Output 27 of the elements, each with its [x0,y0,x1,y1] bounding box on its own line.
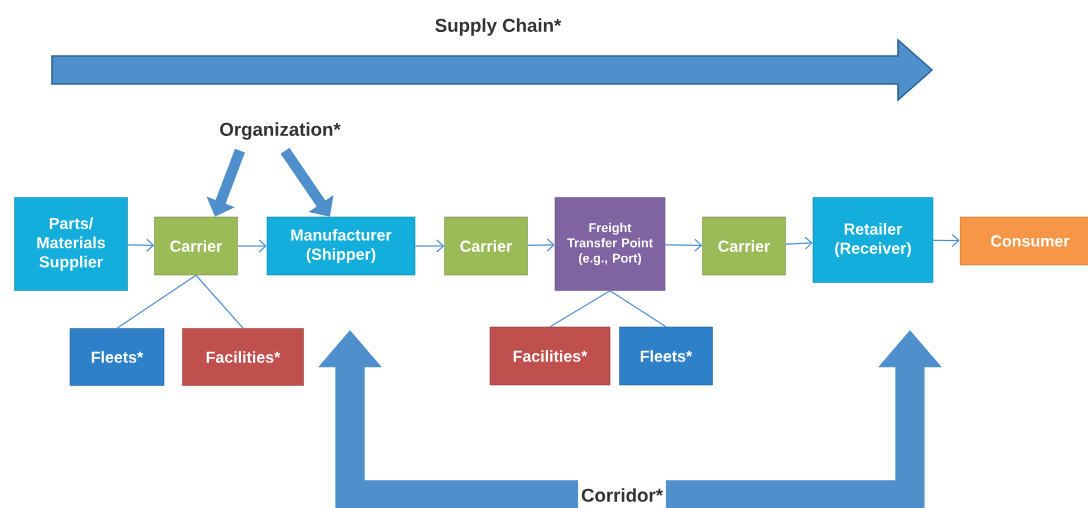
connector-line [195,274,244,329]
process-box: Manufacturer (Shipper) [266,216,416,276]
arrow [127,238,155,252]
process-box: Carrier [702,216,786,276]
process-box: Consumer [959,216,1088,266]
resource-box: Facilities* [489,326,611,386]
process-box: Retailer (Receiver) [812,197,934,283]
resource-box: Fleets* [619,326,713,386]
process-box: Carrier [444,216,528,276]
process-box: Freight Transfer Point (e.g., Port) [554,197,666,291]
process-box: Carrier [154,216,238,276]
heading-text: Organization* [220,122,341,140]
connector-line [549,290,611,328]
arrow [280,147,334,217]
arrow [664,238,703,252]
connector-line [116,274,197,329]
resource-box: Facilities* [182,328,304,386]
connector-line [609,290,667,328]
heading-text: Corridor* [581,488,663,502]
arrow [237,239,267,253]
heading-text: Supply Chain* [435,18,562,36]
resource-box: Fleets* [69,328,165,386]
arrow [414,239,445,253]
process-box: Parts/ Materials Supplier [14,197,128,291]
arrow [527,238,555,252]
arrow [932,233,960,248]
arrow [785,236,813,250]
